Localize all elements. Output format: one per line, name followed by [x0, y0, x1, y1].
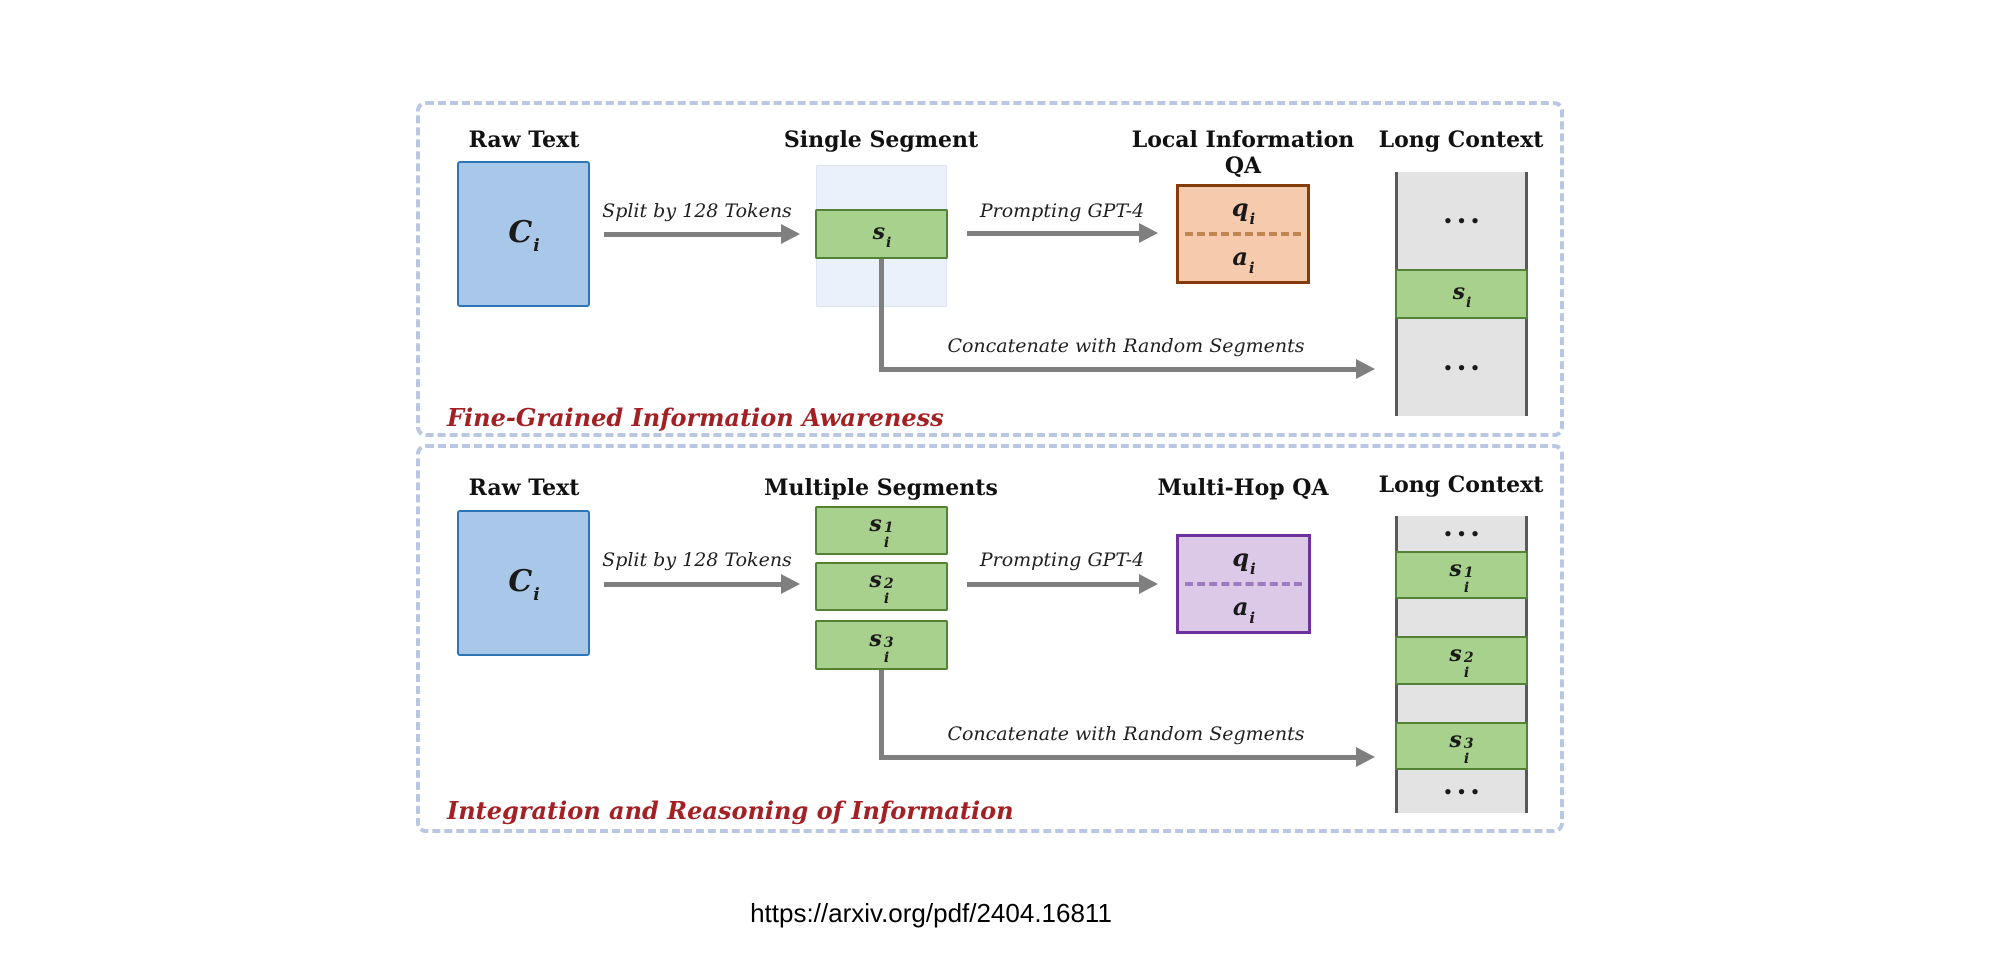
raw-text-title: Raw Text [468, 127, 580, 153]
segment-box: si [815, 209, 948, 259]
panel-fine-grained: Raw Text Ci Split by 128 Tokens Single S… [416, 101, 1564, 437]
context-segment-row: si [1395, 269, 1528, 319]
multihop-qa-title: Multi-Hop QA [1157, 475, 1329, 501]
concat-connector-vertical [879, 670, 884, 757]
corpus-symbol: Ci [508, 563, 540, 605]
concat-label: Concatenate with Random Segments [947, 335, 1305, 357]
concat-arrow-head [1356, 747, 1375, 767]
prompt-arrow-head [1139, 223, 1158, 243]
segment-symbol: si [872, 219, 892, 251]
local-qa-title: Local Information QA [1131, 127, 1355, 179]
answer-symbol: ai [1232, 242, 1255, 277]
split-arrow-line [604, 582, 781, 587]
split-arrow-head [781, 224, 800, 244]
raw-text-box: Ci [457, 161, 590, 307]
local-qa-box: qi ai [1176, 184, 1310, 284]
context-filler-row: ••• [1398, 770, 1525, 813]
prompt-arrow-head [1139, 574, 1158, 594]
answer-symbol: ai [1232, 592, 1256, 627]
raw-text-box: Ci [457, 510, 590, 656]
context-filler-row: ••• [1398, 516, 1525, 551]
question-symbol: qi [1231, 193, 1256, 228]
split-arrow-head [781, 574, 800, 594]
panel-caption: Integration and Reasoning of Information [447, 796, 1014, 825]
context-filler-row [1398, 685, 1525, 722]
concat-connector-horizontal [879, 367, 1356, 372]
question-cell: qi [1179, 187, 1307, 232]
multihop-qa-box: qi ai [1176, 534, 1311, 634]
raw-text-title: Raw Text [468, 475, 580, 501]
single-segment-title: Single Segment [783, 127, 979, 153]
arxiv-url: https://arxiv.org/pdf/2404.16811 [750, 898, 1112, 928]
ellipsis: ••• [1443, 782, 1484, 801]
answer-cell: ai [1179, 586, 1308, 631]
prompt-arrow-line [967, 582, 1139, 587]
segment-symbol: si [1452, 279, 1472, 311]
ellipsis: ••• [1443, 524, 1484, 543]
long-context-title: Long Context [1378, 127, 1544, 153]
context-filler-row [1398, 599, 1525, 636]
concat-connector-vertical [879, 259, 884, 369]
qa-divider [1185, 232, 1301, 236]
ellipsis: ••• [1443, 358, 1484, 377]
prompting-gpt4-label: Prompting GPT-4 [979, 200, 1145, 222]
concat-label: Concatenate with Random Segments [947, 723, 1305, 745]
question-cell: qi [1179, 537, 1308, 582]
split-arrow-line [604, 232, 781, 237]
qa-divider [1185, 582, 1302, 586]
multiple-segments-title: Multiple Segments [764, 475, 998, 501]
prompt-arrow-line [967, 231, 1139, 236]
panel-integration: Raw Text Ci Split by 128 Tokens Multiple… [416, 444, 1564, 833]
concat-connector-horizontal [879, 755, 1356, 760]
long-context-column: ••• si ••• [1395, 172, 1528, 416]
split-tokens-label: Split by 128 Tokens [602, 549, 792, 571]
answer-cell: ai [1179, 236, 1307, 281]
context-filler-row: ••• [1398, 172, 1525, 269]
long-context-title: Long Context [1378, 472, 1544, 498]
split-tokens-label: Split by 128 Tokens [602, 200, 792, 222]
ellipsis: ••• [1443, 211, 1484, 230]
corpus-symbol: Ci [508, 214, 540, 256]
context-filler-row: ••• [1398, 319, 1525, 416]
question-symbol: qi [1232, 543, 1256, 578]
panel-caption: Fine-Grained Information Awareness [447, 403, 944, 432]
prompting-gpt4-label: Prompting GPT-4 [979, 549, 1145, 571]
concat-arrow-head [1356, 359, 1375, 379]
